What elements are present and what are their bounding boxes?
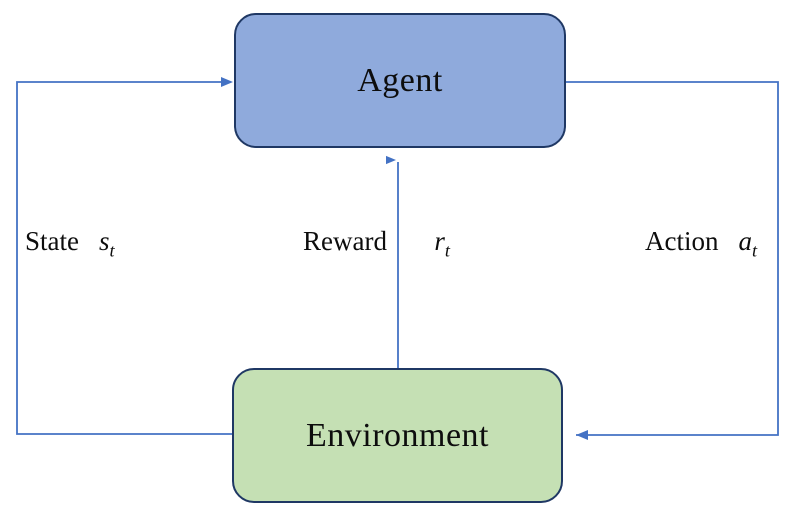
reward-subscript: t — [444, 240, 450, 261]
action-arrow — [566, 81, 779, 440]
state-subscript: t — [109, 240, 115, 261]
agent-node: Agent — [234, 13, 566, 148]
state-arrow — [16, 77, 233, 435]
action-word: Action — [645, 226, 719, 256]
environment-node: Environment — [232, 368, 563, 503]
environment-label: Environment — [305, 416, 490, 454]
agent-label: Agent — [357, 61, 443, 99]
state-symbol: s — [99, 226, 110, 256]
state-word: State — [25, 226, 79, 256]
reward-edge-label: Reward rt — [303, 226, 450, 261]
action-symbol: a — [738, 226, 753, 256]
action-subscript: t — [752, 240, 758, 261]
reward-symbol: r — [434, 226, 445, 256]
reward-word: Reward — [303, 226, 387, 256]
